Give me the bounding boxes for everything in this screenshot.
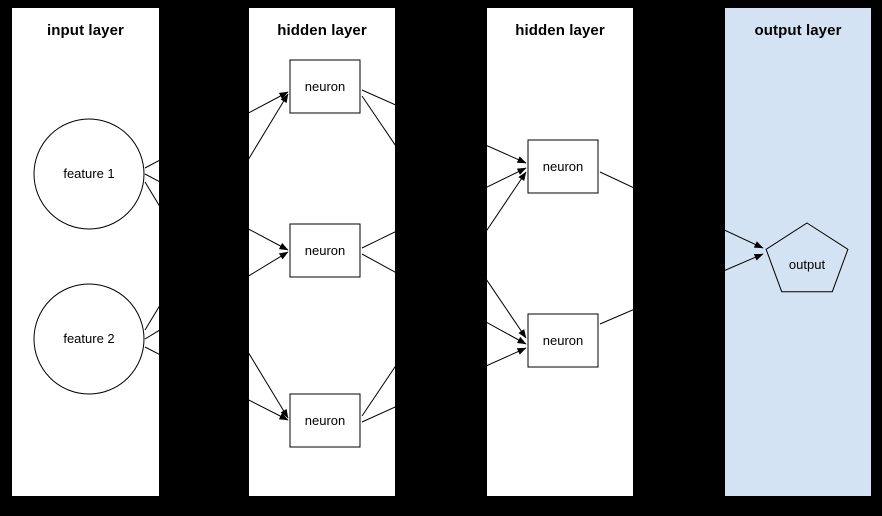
node-shape-hidden-2-neuron-1[interactable] xyxy=(527,139,599,194)
edge-hidden-1-neuron-2-to-hidden-2-neuron-2 xyxy=(487,322,527,345)
edge-feature-1-to-hidden-1-neuron-3 xyxy=(249,352,289,419)
edges-in-output-layer xyxy=(725,229,764,271)
edge-hidden-2-neuron-2-to-output-node xyxy=(725,253,764,271)
edge-hidden-1-neuron-2-to-hidden-2-neuron-2 xyxy=(361,253,395,273)
node-shapes-hidden-layer-2 xyxy=(527,139,599,368)
edge-feature-2-to-hidden-1-neuron-2 xyxy=(249,251,289,277)
edge-feature-2-to-hidden-1-neuron-3 xyxy=(249,399,289,421)
edge-hidden-1-neuron-3-to-hidden-2-neuron-1 xyxy=(361,366,395,417)
edge-feature-1-to-hidden-1-neuron-2 xyxy=(249,228,289,251)
node-shape-hidden-2-neuron-2[interactable] xyxy=(527,313,599,368)
edge-hidden-1-neuron-3-to-hidden-2-neuron-2 xyxy=(361,406,395,423)
node-shape-feature-2[interactable] xyxy=(33,283,145,395)
node-shape-hidden-1-neuron-3[interactable] xyxy=(289,393,361,448)
edges-in-hidden-layer-2 xyxy=(487,145,633,367)
edge-hidden-2-neuron-2-to-output-node xyxy=(599,309,633,325)
edge-hidden-1-neuron-2-to-hidden-2-neuron-1 xyxy=(361,231,395,249)
edge-hidden-1-neuron-1-to-hidden-2-neuron-1 xyxy=(361,89,395,106)
edges-in-hidden-layer-1 xyxy=(249,89,395,423)
edge-hidden-2-neuron-1-to-output-node xyxy=(725,229,764,249)
edge-hidden-1-neuron-3-to-hidden-2-neuron-1 xyxy=(487,171,527,231)
node-shapes-output-layer xyxy=(765,222,849,293)
edge-hidden-1-neuron-1-to-hidden-2-neuron-2 xyxy=(361,95,395,146)
edge-feature-2-to-hidden-1-neuron-1 xyxy=(249,93,289,160)
node-shape-hidden-1-neuron-1[interactable] xyxy=(289,59,361,114)
edge-hidden-2-neuron-1-to-output-node xyxy=(599,171,633,188)
edge-hidden-1-neuron-1-to-hidden-2-neuron-1 xyxy=(487,145,527,164)
edge-hidden-1-neuron-1-to-hidden-2-neuron-2 xyxy=(487,279,527,339)
edge-hidden-1-neuron-3-to-hidden-2-neuron-2 xyxy=(487,347,527,367)
node-shape-hidden-1-neuron-2[interactable] xyxy=(289,223,361,278)
node-shapes-input-layer xyxy=(33,118,145,395)
node-shape-output-node[interactable] xyxy=(765,222,849,293)
edge-feature-1-to-hidden-1-neuron-1 xyxy=(249,91,289,114)
edge-hidden-1-neuron-2-to-hidden-2-neuron-1 xyxy=(487,167,527,188)
node-shape-feature-1[interactable] xyxy=(33,118,145,230)
node-shapes-hidden-layer-1 xyxy=(289,59,361,448)
